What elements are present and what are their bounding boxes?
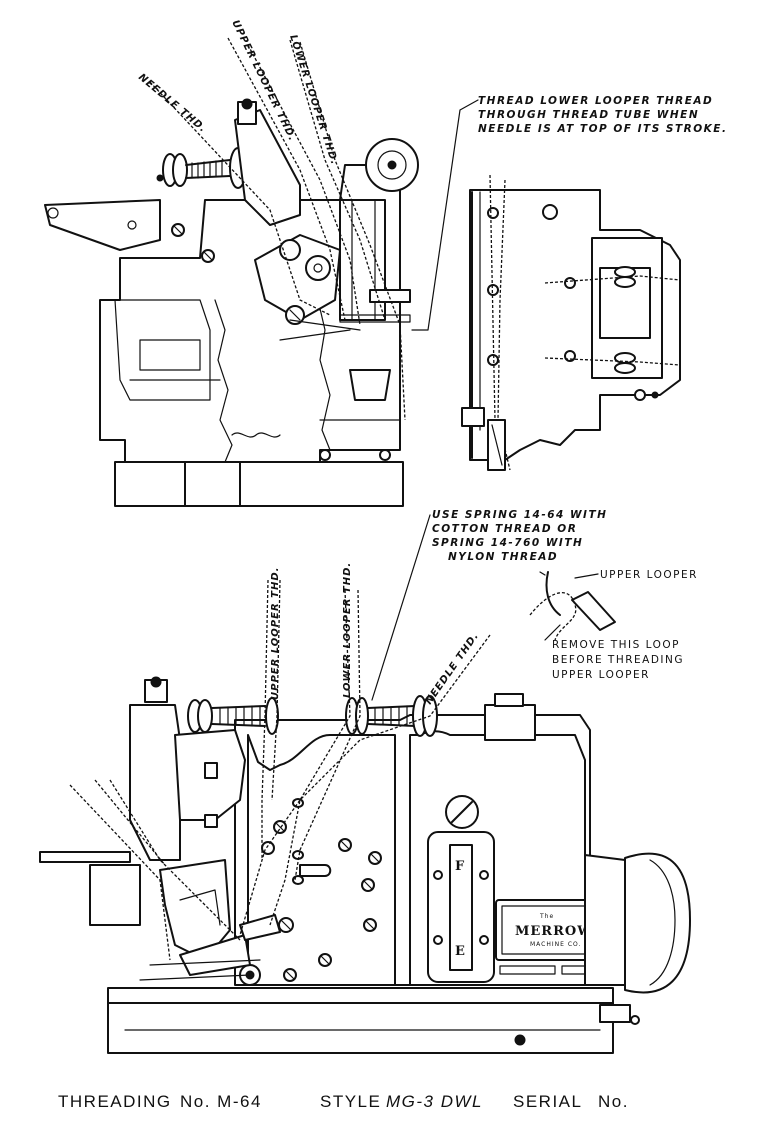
top-needle-thd-label: NEEDLE THD. [136, 72, 208, 135]
gauge-top-letter: F [455, 859, 465, 874]
thread-tube-note-line-1: THREAD LOWER LOOPER THREAD [478, 95, 713, 107]
footer-serial-no: No. [598, 1092, 629, 1111]
upper-looper-detail: UPPER LOOPER REMOVE THIS LOOP BEFORE THR… [529, 569, 698, 681]
thread-tube-note-line-3: NEEDLE IS AT TOP OF ITS STROKE. [478, 123, 727, 135]
nameplate-sub: MACHINE CO. [530, 941, 581, 948]
thread-tube-note-line-2: THROUGH THREAD TUBE WHEN [478, 109, 699, 121]
spring-note: USE SPRING 14-64 WITH COTTON THREAD OR S… [371, 509, 607, 701]
front-view-machine [44, 37, 419, 507]
remove-loop-note-line-1: REMOVE THIS LOOP [552, 639, 680, 651]
top-lower-looper-thd-label: LOWER LOOPER THD. [287, 34, 340, 167]
spring-note-line-1: USE SPRING 14-64 WITH [432, 509, 607, 521]
bottom-upper-looper-thd-label: UPPER LOOPER THD. [270, 567, 281, 700]
remove-loop-note-line-3: UPPER LOOPER [552, 669, 650, 681]
nameplate-the: The [539, 913, 554, 920]
footer-number: No. M-64 [180, 1092, 262, 1111]
spring-note-line-4: NYLON THREAD [448, 551, 558, 563]
footer-style-value: MG-3 DWL [386, 1092, 483, 1111]
merrow-nameplate: The MERROW MACHINE CO. [495, 899, 609, 975]
remove-loop-note-line-2: BEFORE THREADING [552, 654, 684, 666]
footer-threading: THREADING [58, 1092, 172, 1111]
bottom-needle-thd-label: NEEDLE THD. [423, 631, 481, 707]
bottom-lower-looper-thd-label: LOWER LOOPER THD. [342, 562, 353, 698]
spring-note-line-3: SPRING 14-760 WITH [432, 537, 583, 549]
nameplate-brand: MERROW [515, 924, 593, 939]
bottom-thread-labels: UPPER LOOPER THD. LOWER LOOPER THD. NEED… [270, 562, 481, 707]
thread-tube-note: THREAD LOWER LOOPER THREAD THROUGH THREA… [411, 95, 727, 331]
gauge-bottom-letter: E [455, 944, 466, 959]
footer-serial: SERIAL [513, 1092, 582, 1111]
bottom-machine: F E The MERROW MACHINE CO. [39, 579, 691, 1054]
side-view-machine [461, 174, 681, 471]
spring-note-line-2: COTTON THREAD OR [432, 523, 577, 535]
footer-caption: THREADING No. M-64 STYLE MG-3 DWL SERIAL… [58, 1092, 629, 1111]
upper-looper-label: UPPER LOOPER [600, 569, 698, 581]
footer-style-label: STYLE [320, 1092, 381, 1111]
